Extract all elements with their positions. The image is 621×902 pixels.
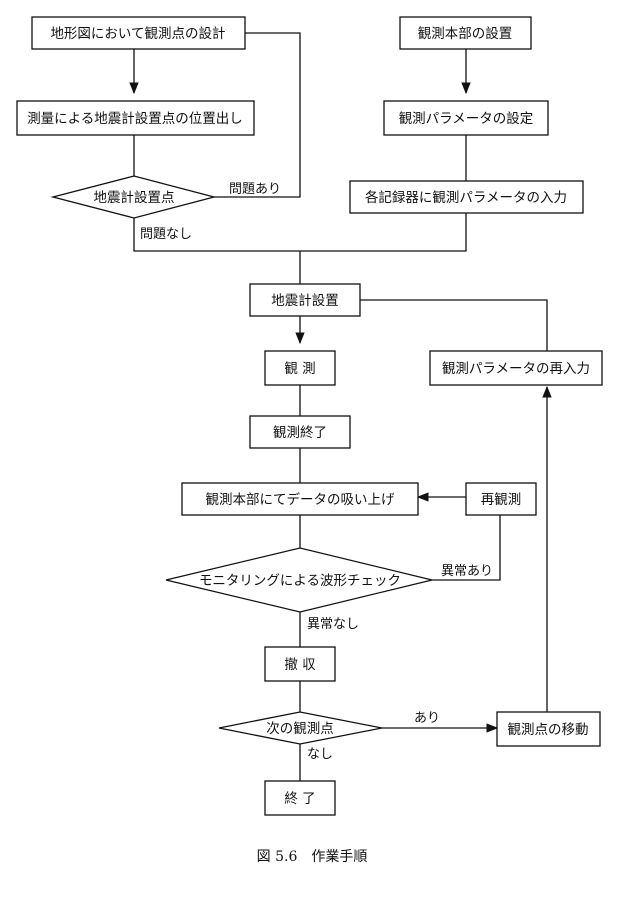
node-next-point-label: 次の観測点	[266, 720, 334, 737]
node-hq-setup-label: 観測本部の設置	[418, 25, 513, 42]
node-move-point: 観測点の移動	[496, 711, 601, 747]
node-param-reinput: 観測パラメータの再入力	[429, 350, 603, 386]
node-hq-setup: 観測本部の設置	[399, 16, 532, 50]
node-reobserve: 再観測	[465, 482, 537, 516]
node-param-input-label: 各記録器に観測パラメータの入力	[365, 189, 567, 206]
edge-label-next-yes: あり	[414, 711, 440, 726]
node-withdraw-label: 撤 収	[284, 657, 316, 673]
node-param-setting-label: 観測パラメータの設定	[399, 110, 534, 127]
node-waveform-check: モニタリングによる波形チェック	[165, 547, 433, 613]
line-reinput-to-install	[360, 299, 548, 351]
node-param-reinput-label: 観測パラメータの再入力	[442, 360, 590, 377]
node-next-point: 次の観測点	[218, 711, 383, 745]
line-abnormal-to-reobserve	[432, 515, 501, 581]
node-finish: 終 了	[264, 780, 336, 816]
node-design-label: 地形図において観測点の設計	[50, 25, 225, 42]
node-data-download-label: 観測本部にてデータの吸い上げ	[206, 491, 395, 508]
connectors	[129, 32, 552, 781]
figure-caption: 図 5.6 作業手順	[257, 849, 368, 865]
edge-label-problem-yes: 問題あり	[229, 182, 281, 197]
node-finish-label: 終 了	[284, 791, 315, 807]
node-install: 地震計設置	[249, 283, 361, 317]
node-design: 地形図において観測点の設計	[31, 16, 246, 50]
node-observe: 観 測	[264, 350, 336, 386]
edge-label-next-no: なし	[307, 747, 333, 762]
edge-label-problem-no: 問題なし	[140, 227, 192, 242]
node-survey-label: 測量による地震計設置点の位置出し	[27, 111, 243, 127]
node-reobserve-label: 再観測	[481, 491, 522, 508]
node-waveform-check-label: モニタリングによる波形チェック	[199, 573, 401, 589]
node-observe-end-label: 観測終了	[273, 424, 327, 441]
edge-label-abnormal-yes: 異常あり	[441, 564, 493, 579]
node-check-point-label: 地震計設置点	[94, 190, 175, 206]
node-survey: 測量による地震計設置点の位置出し	[16, 100, 255, 136]
node-withdraw: 撤 収	[264, 646, 336, 682]
node-check-point: 地震計設置点	[50, 175, 217, 219]
line-problem-loop	[214, 32, 301, 198]
node-observe-end: 観測終了	[249, 415, 351, 449]
node-param-input: 各記録器に観測パラメータの入力	[349, 180, 584, 214]
node-move-point-label: 観測点の移動	[508, 721, 589, 738]
node-data-download: 観測本部にてデータの吸い上げ	[181, 482, 419, 516]
node-observe-label: 観 測	[284, 360, 315, 377]
node-install-label: 地震計設置	[271, 293, 339, 309]
node-param-setting: 観測パラメータの設定	[383, 100, 549, 136]
edge-label-abnormal-no: 異常なし	[307, 617, 359, 632]
